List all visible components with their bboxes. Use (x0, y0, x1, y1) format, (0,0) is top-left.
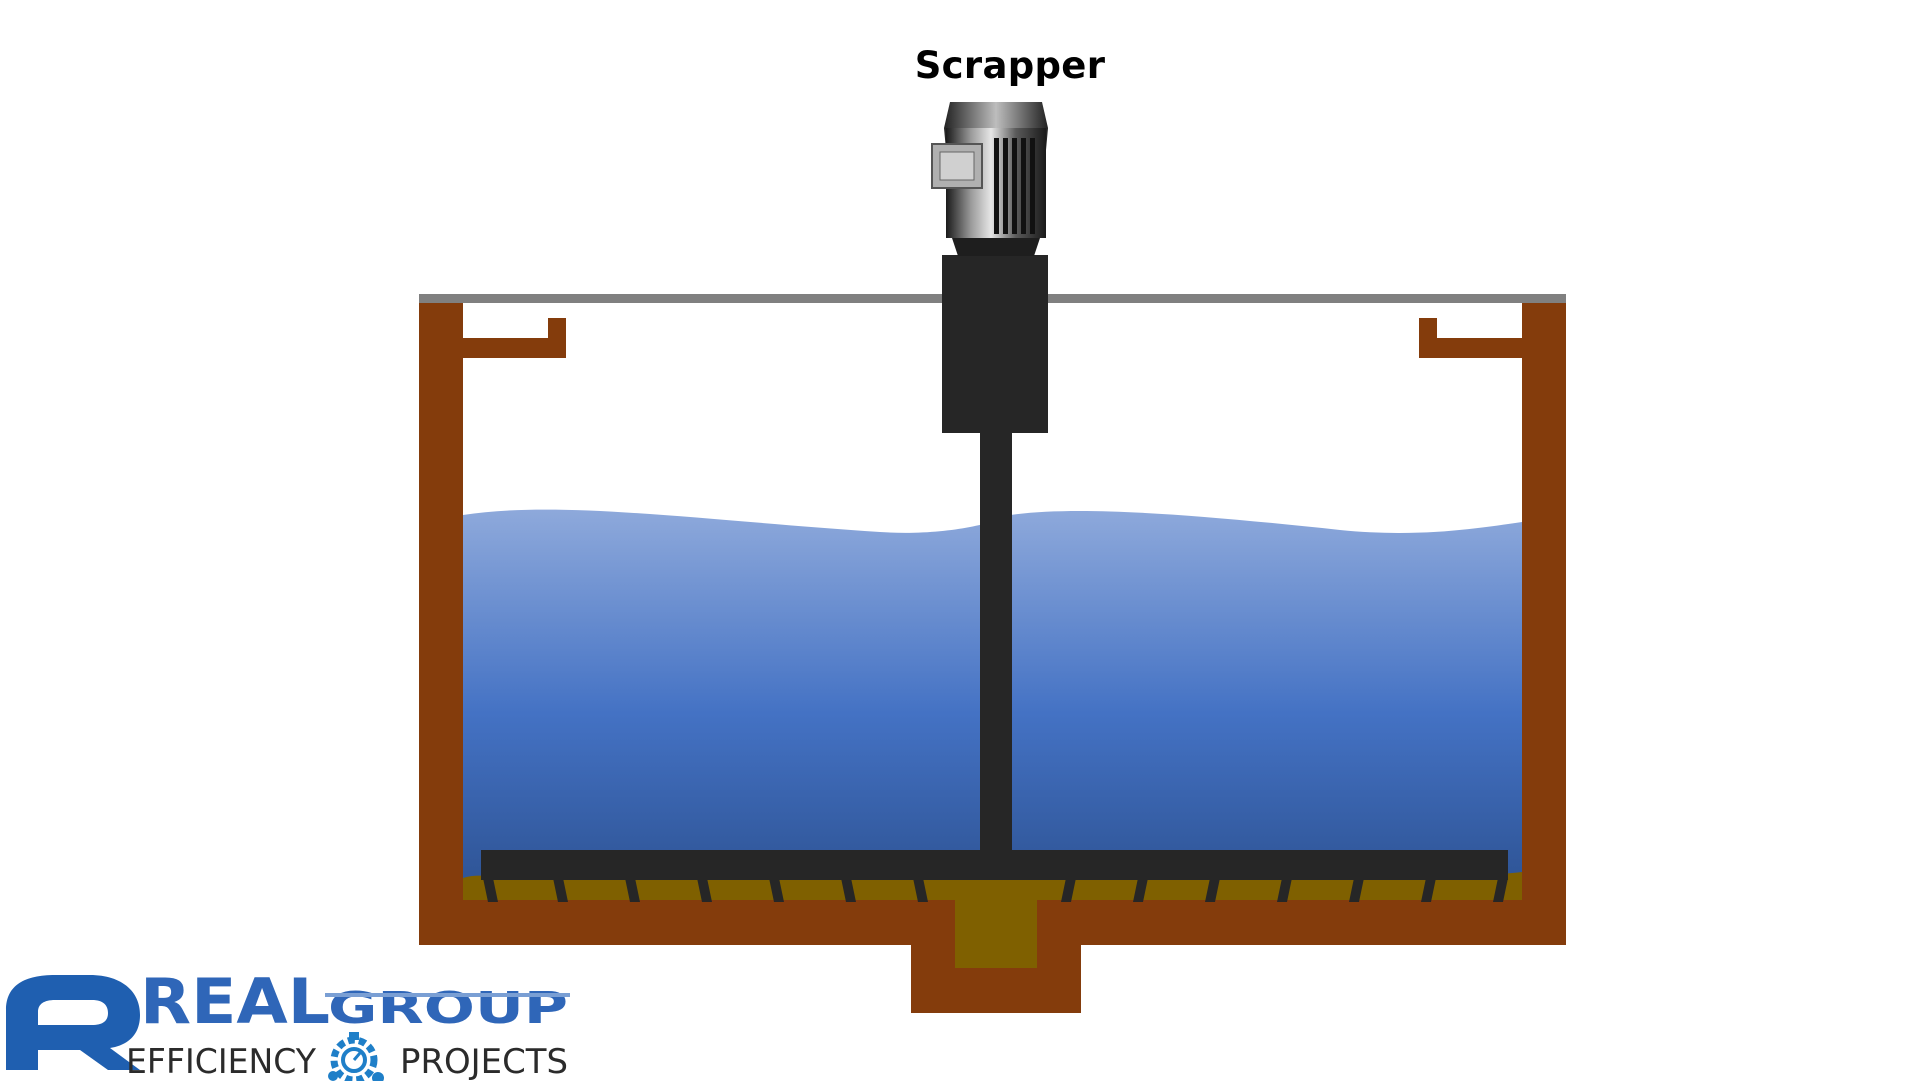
right-weir (1419, 318, 1522, 358)
drive-shaft (980, 430, 1012, 855)
scraper-blades (483, 878, 1508, 902)
sludge-hopper-fill (955, 900, 1037, 968)
motor (931, 102, 1048, 256)
scraper-arm (481, 850, 1508, 880)
gearbox (942, 255, 1048, 433)
left-weir (463, 318, 566, 358)
logo-efficiency: EFFICIENCY (126, 1042, 316, 1081)
logo-brand: REAL (140, 965, 330, 1038)
real-group-logo: REAL GROUP EFFICIENCY PROJECTS (6, 965, 570, 1084)
tank-wall (419, 300, 1566, 1013)
logo-r-mark (6, 975, 140, 1070)
scrapper-label: Scrapper (914, 44, 1106, 87)
gear-stopwatch-icon (328, 1032, 384, 1084)
logo-projects: PROJECTS (400, 1042, 568, 1081)
logo-group: GROUP (328, 983, 568, 1034)
